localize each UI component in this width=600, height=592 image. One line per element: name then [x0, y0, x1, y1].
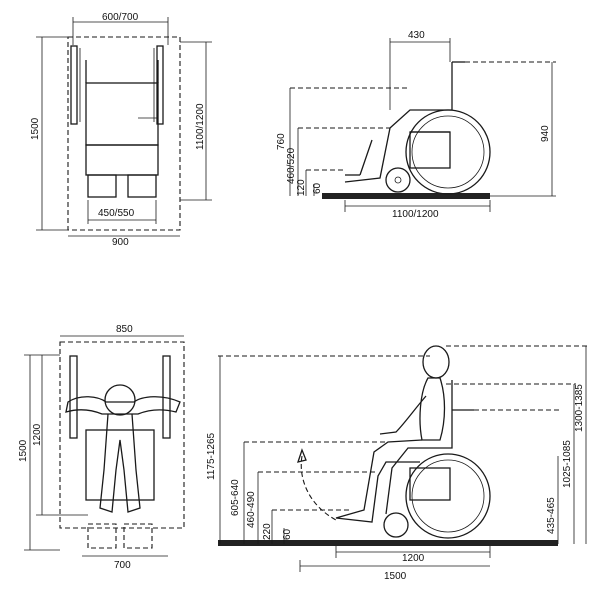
- dim-eye-label: 1175-1265: [206, 432, 217, 480]
- head-2: [422, 345, 450, 379]
- frame-2: [385, 380, 453, 515]
- dim-foot-label: 120: [296, 179, 307, 196]
- frame-front: [85, 144, 159, 176]
- caster-wheel: [385, 167, 411, 193]
- dim-seat-height-label: 460/520: [286, 147, 297, 184]
- bottom-side-view: 1175-1265 605-640 460-490 220 60 1300-13…: [206, 345, 588, 582]
- floor-bar-2: [218, 540, 558, 546]
- top-plan-view: 600/700 1500 1100/1200 450/550 900: [30, 12, 212, 248]
- dim-seat-label-2: 460-490: [246, 491, 257, 528]
- dim-seat-label: 450/550: [98, 208, 135, 219]
- clearance-outline-2: [59, 341, 185, 529]
- dim-knee-label: 220: [262, 523, 273, 540]
- frame-seat: [85, 82, 159, 146]
- torso: [419, 377, 446, 441]
- dim-width-label: 600/700: [102, 12, 139, 23]
- shoulders-arms: [65, 396, 181, 415]
- rear-wheel-2: [405, 453, 491, 539]
- left-wheel: [70, 45, 78, 125]
- dim-width-label-2: 850: [116, 324, 133, 335]
- rear-wheel: [405, 109, 491, 195]
- dim-floor-label: 60: [282, 528, 293, 540]
- dim-right-c-label: 1300-1385: [574, 384, 585, 432]
- dim-shoulder-label: 605-640: [230, 479, 241, 516]
- arm: [379, 395, 427, 435]
- dim-length-label-2: 1100/1200: [392, 209, 439, 220]
- dim-length-b-label: 1500: [384, 571, 407, 582]
- dim-length-label: 1500: [30, 117, 41, 140]
- floor-bar: [322, 193, 490, 199]
- dim-wheelbase-label: 1100/1200: [195, 103, 206, 150]
- bottom-plan-view: 850 1500 1200 700: [18, 324, 185, 571]
- leg-2: [335, 439, 423, 523]
- dim-height-label: 760: [276, 133, 287, 150]
- dim-right-a-label: 1025-1085: [562, 440, 573, 488]
- dim-ground-label: 60: [312, 182, 323, 194]
- dim-right-b-label: 435-465: [546, 497, 557, 534]
- dim-top-width-label: 430: [408, 30, 425, 41]
- legs: [99, 413, 141, 513]
- caster-wheel-2: [383, 512, 409, 538]
- seat-frame: [85, 429, 155, 501]
- right-footrest: [127, 174, 157, 198]
- right-foot-zone: [123, 523, 153, 549]
- clearance-outline: [67, 36, 181, 231]
- right-wheel: [156, 45, 164, 125]
- head: [104, 384, 136, 416]
- top-side-view: 430 760 460/520 120 60 940 1100/1200: [276, 30, 556, 220]
- dim-total-height-label: 940: [540, 125, 551, 142]
- dim-length-a-label: 1200: [402, 553, 425, 564]
- dim-outer-width-label: 900: [112, 237, 129, 248]
- dim-inner-label: 1200: [32, 423, 43, 446]
- left-foot-zone: [87, 523, 117, 549]
- dim-bottom-label: 700: [114, 560, 131, 571]
- dim-length-label-3: 1500: [18, 439, 29, 462]
- left-wheel-2: [69, 355, 78, 439]
- frame: [344, 62, 453, 183]
- left-footrest: [87, 174, 117, 198]
- reach-arc: [300, 455, 337, 521]
